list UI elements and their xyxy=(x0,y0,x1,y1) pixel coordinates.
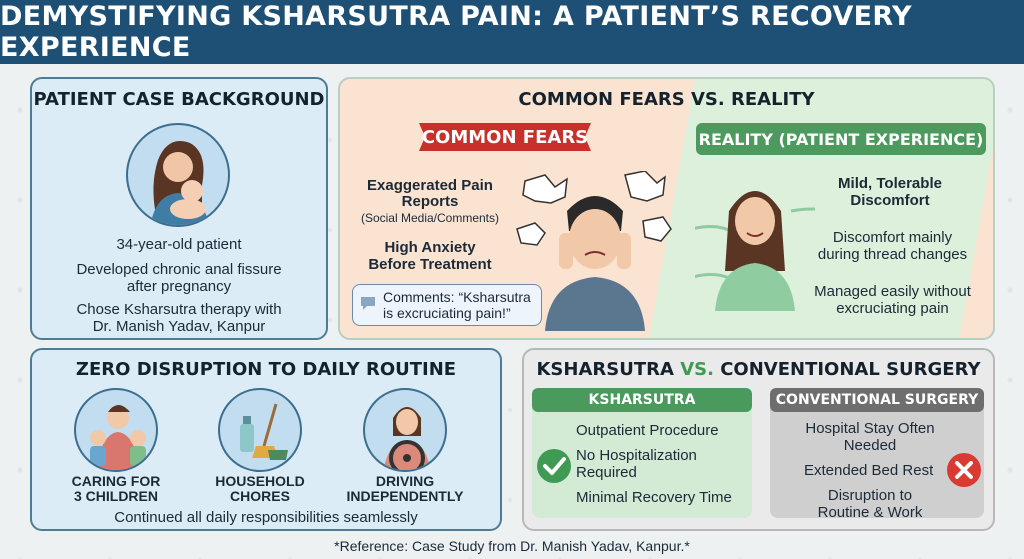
cross-icon xyxy=(946,452,982,493)
driving-label-2: INDEPENDENTLY xyxy=(346,488,464,504)
reality-badge: REALITY (PATIENT EXPERIENCE) xyxy=(696,123,986,155)
therapy-line-2: Dr. Manish Yadav, Kanpur xyxy=(92,318,266,335)
comment-line-1: Comments: “Ksharsutra xyxy=(383,289,531,305)
patient-background-heading: PATIENT CASE BACKGROUND xyxy=(33,89,325,110)
fear-exaggerated-1: Exaggerated Pain xyxy=(367,177,493,194)
ksharsutra-box-header: KSHARSUTRA xyxy=(532,388,752,412)
conventional-surgery-box: CONVENTIONAL SURGERY Hospital Stay Often… xyxy=(770,388,984,521)
comparison-heading-cs: CONVENTIONAL SURGERY xyxy=(720,359,981,380)
fear-social-note: (Social Media/Comments) xyxy=(360,211,500,225)
reality-thread-2: during thread changes xyxy=(817,246,968,263)
comparison-heading: KSHARSUTRA VS. CONVENTIONAL SURGERY xyxy=(524,359,993,380)
reality-mild-2: Discomfort xyxy=(850,192,930,209)
daily-routine-panel: ZERO DISRUPTION TO DAILY ROUTINE xyxy=(30,348,502,531)
common-fears-label: COMMON FEARS xyxy=(421,126,589,148)
fear-anxiety-1: High Anxiety xyxy=(384,239,476,256)
household-chores-icon xyxy=(218,388,302,472)
common-fears-badge: COMMON FEARS xyxy=(415,119,595,155)
cs-disruption-2: Routine & Work xyxy=(817,504,923,521)
reality-managed-2: excruciating pain xyxy=(836,300,949,317)
chores-label-2: CHORES xyxy=(230,488,290,504)
cs-hospital-1: Hospital Stay Often xyxy=(805,420,935,437)
reality-thread-1: Discomfort mainly xyxy=(832,229,953,246)
cs-bed-rest: Extended Bed Rest xyxy=(804,462,934,479)
comment-line-2: is excruciating pain!” xyxy=(383,305,511,321)
cs-disruption-1: Disruption to xyxy=(827,487,913,504)
therapy-line-1: Chose Ksharsutra therapy with xyxy=(76,301,282,318)
caring-label-1: CARING FOR xyxy=(71,473,161,489)
cs-hospital-2: Needed xyxy=(843,437,897,454)
patient-background-panel: PATIENT CASE BACKGROUND 34-year-old pati… xyxy=(30,77,328,340)
reality-managed-1: Managed easily without xyxy=(814,283,971,300)
page-title: DEMYSTIFYING KSHARSUTRA PAIN: A PATIENT’… xyxy=(0,1,912,63)
comparison-panel: KSHARSUTRA VS. CONVENTIONAL SURGERY KSHA… xyxy=(522,348,995,531)
comment-bubble: Comments: “Ksharsutra is excruciating pa… xyxy=(352,284,542,326)
conventional-box-header: CONVENTIONAL SURGERY xyxy=(770,388,984,412)
caring-children-icon xyxy=(74,388,158,472)
mother-baby-illustration xyxy=(126,123,230,227)
anxious-person-illustration xyxy=(515,170,675,331)
driving-label-1: DRIVING xyxy=(375,473,435,489)
title-bar: DEMYSTIFYING KSHARSUTRA PAIN: A PATIENT’… xyxy=(0,0,1024,64)
comparison-heading-vs: VS. xyxy=(680,359,714,380)
checkmark-icon xyxy=(536,448,572,489)
daily-routine-heading: ZERO DISRUPTION TO DAILY ROUTINE xyxy=(75,359,457,380)
ks-no-hospital-1: No Hospitalization xyxy=(576,447,697,464)
routine-footer: Continued all daily responsibilities sea… xyxy=(114,509,418,526)
calm-woman-illustration xyxy=(680,171,846,311)
fear-anxiety-2: Before Treatment xyxy=(368,256,492,273)
ksharsutra-box: KSHARSUTRA Outpatient Procedure No Hospi… xyxy=(532,388,752,518)
ks-recovery: Minimal Recovery Time xyxy=(576,489,732,506)
reference-note: *Reference: Case Study from Dr. Manish Y… xyxy=(334,538,690,554)
fissure-line-1: Developed chronic anal fissure xyxy=(76,261,282,278)
comparison-heading-ks: KSHARSUTRA xyxy=(536,359,674,380)
ks-no-hospital-2: Required xyxy=(576,464,637,481)
chores-label-1: HOUSEHOLD xyxy=(215,473,305,489)
fears-vs-reality-panel: COMMON FEARS VS. REALITY COMMON FEARS Ex… xyxy=(338,77,995,340)
driving-icon xyxy=(363,388,447,472)
speech-bubble-icon xyxy=(359,295,377,314)
fears-vs-reality-heading: COMMON FEARS VS. REALITY xyxy=(518,89,815,110)
fissure-line-2: after pregnancy xyxy=(126,278,232,295)
patient-age: 34-year-old patient xyxy=(116,236,242,253)
fear-exaggerated-2: Reports xyxy=(401,193,459,210)
reality-mild-1: Mild, Tolerable xyxy=(838,175,942,192)
ks-outpatient: Outpatient Procedure xyxy=(576,422,719,439)
caring-label-2: 3 CHILDREN xyxy=(73,488,158,504)
